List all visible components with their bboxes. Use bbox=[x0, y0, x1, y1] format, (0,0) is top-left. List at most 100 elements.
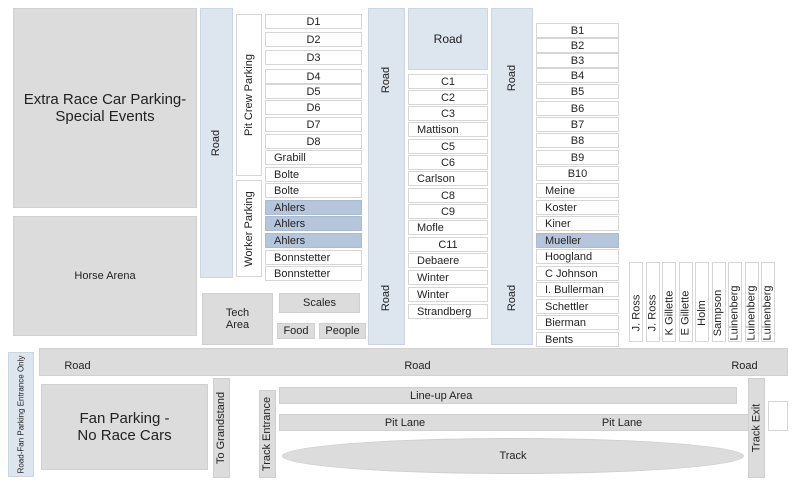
parking-spot-c: C8 bbox=[408, 188, 488, 203]
parking-spot-c-label: Mofle bbox=[417, 221, 444, 234]
parking-spot-d: Grabill bbox=[265, 150, 362, 165]
lineup-area: Line-up Area bbox=[279, 387, 737, 404]
extra-parking-area-label: Extra Race Car Parking-Special Events bbox=[23, 90, 187, 125]
parking-spot-vertical: J. Ross bbox=[645, 262, 660, 342]
parking-spot-d-label: Bolte bbox=[274, 184, 300, 197]
main-road bbox=[39, 348, 788, 376]
main-road-label-center-label: Road bbox=[404, 360, 431, 372]
road-left: Road bbox=[200, 8, 233, 278]
parking-spot-b: B9 bbox=[536, 150, 619, 165]
parking-spot-vertical-label: Luinenberg bbox=[745, 285, 758, 341]
parking-spot-b: Hoogland bbox=[536, 249, 619, 264]
parking-spot-b-label: C Johnson bbox=[545, 267, 598, 280]
parking-spot-vertical-label: J. Ross bbox=[646, 294, 659, 332]
parking-spot-c: C9 bbox=[408, 204, 488, 219]
parking-spot-c-label: Winter bbox=[417, 288, 449, 301]
parking-spot-b-label: Schettler bbox=[545, 300, 589, 313]
parking-spot-b-label: B9 bbox=[570, 151, 585, 164]
road-middle-label-bottom-label: Road bbox=[380, 284, 393, 312]
parking-spot-b-label: Koster bbox=[545, 201, 577, 214]
parking-spot-b-label: B5 bbox=[570, 85, 585, 98]
parking-spot-b-label: B2 bbox=[570, 39, 585, 52]
parking-spot-c-label: Mattison bbox=[417, 123, 459, 136]
parking-spot-c-label: Strandberg bbox=[417, 305, 472, 318]
worker-parking-label: Worker Parking bbox=[243, 190, 256, 267]
parking-spot-vertical-label: K Gillette bbox=[663, 290, 676, 336]
main-road-label-right-label: Road bbox=[731, 360, 758, 372]
fan-parking: Fan Parking - No Race Cars bbox=[41, 384, 208, 470]
parking-spot-c: Winter bbox=[408, 287, 488, 302]
track-entrance-label: Track Entrance bbox=[261, 396, 274, 472]
people-area-label: People bbox=[325, 325, 360, 337]
parking-spot-c: C2 bbox=[408, 90, 488, 105]
parking-spot-b: C Johnson bbox=[536, 266, 619, 281]
parking-spot-d: D1 bbox=[265, 14, 362, 29]
road-right bbox=[491, 8, 533, 345]
parking-spot-c-label: Winter bbox=[417, 271, 449, 284]
road-right-label-top: Road bbox=[491, 58, 533, 98]
track-label: Track bbox=[499, 450, 527, 462]
parking-spot-d-label: D6 bbox=[306, 101, 321, 114]
parking-spot-b-label: B7 bbox=[570, 118, 585, 131]
parking-spot-c: Strandberg bbox=[408, 304, 488, 319]
to-grandstand: To Grandstand bbox=[213, 378, 230, 478]
parking-spot-b-label: Hoogland bbox=[545, 250, 593, 263]
parking-spot-b: B5 bbox=[536, 84, 619, 99]
parking-spot-b: Mueller bbox=[536, 233, 619, 248]
parking-spot-d-label: Ahlers bbox=[274, 201, 306, 214]
parking-spot-b-label: Bierman bbox=[545, 316, 586, 329]
track: Track bbox=[282, 438, 744, 474]
track-exit: Track Exit bbox=[748, 378, 765, 478]
parking-spot-d: Bonnstetter bbox=[265, 250, 362, 265]
road-middle bbox=[368, 8, 405, 345]
parking-spot-d-label: Bolte bbox=[274, 168, 300, 181]
parking-spot-vertical: Sampson bbox=[711, 262, 726, 342]
pit-lane-label-1: Pit Lane bbox=[365, 414, 445, 431]
parking-spot-b-label: B10 bbox=[567, 167, 588, 180]
main-road-label-center: Road bbox=[395, 352, 440, 380]
parking-spot-d-label: D2 bbox=[306, 33, 321, 46]
parking-spot-c: Winter bbox=[408, 270, 488, 285]
parking-spot-d-label: D5 bbox=[306, 85, 321, 98]
parking-spot-c: Debaere bbox=[408, 253, 488, 268]
road-middle-label-top-label: Road bbox=[380, 66, 393, 94]
parking-spot-c-label: C8 bbox=[440, 189, 456, 202]
road-box-top-label: Road bbox=[433, 32, 463, 46]
small-box bbox=[768, 401, 788, 431]
road-right-label-bottom-label: Road bbox=[505, 284, 518, 312]
tech-area: Tech Area bbox=[202, 293, 273, 345]
to-grandstand-label: To Grandstand bbox=[215, 391, 228, 465]
parking-spot-d-label: D1 bbox=[306, 15, 321, 28]
horse-arena-label: Horse Arena bbox=[74, 270, 136, 282]
parking-spot-d-label: Bonnstetter bbox=[274, 267, 331, 280]
parking-spot-vertical: E Gillette bbox=[678, 262, 693, 342]
parking-spot-d: D2 bbox=[265, 32, 362, 47]
parking-spot-c: C1 bbox=[408, 74, 488, 89]
parking-spot-c-label: C2 bbox=[440, 91, 456, 104]
pit-lane-label-1-label: Pit Lane bbox=[384, 416, 426, 429]
parking-spot-b: Bierman bbox=[536, 315, 619, 330]
pit-lane-label-2-label: Pit Lane bbox=[601, 416, 643, 429]
parking-spot-d: D3 bbox=[265, 50, 362, 65]
parking-spot-vertical-label: E Gillette bbox=[679, 290, 692, 336]
parking-spot-d-label: D8 bbox=[306, 135, 321, 148]
parking-spot-b-label: B8 bbox=[570, 134, 585, 147]
parking-spot-c-label: C9 bbox=[440, 205, 456, 218]
food-area-label: Food bbox=[283, 325, 309, 337]
parking-spot-c: C6 bbox=[408, 155, 488, 170]
main-road-label-right: Road bbox=[722, 352, 767, 380]
parking-spot-d: Bolte bbox=[265, 167, 362, 182]
road-middle-label-top: Road bbox=[368, 60, 405, 100]
main-road-label-left: Road bbox=[55, 352, 100, 380]
road-fan-entrance-label: Road-Fan Parking Entrance Only bbox=[16, 355, 26, 474]
parking-spot-vertical: K Gillette bbox=[662, 262, 676, 342]
parking-spot-c: C3 bbox=[408, 106, 488, 121]
parking-spot-b-label: B4 bbox=[570, 69, 585, 82]
parking-spot-b-label: B3 bbox=[570, 54, 585, 67]
road-right-label-bottom: Road bbox=[491, 278, 533, 318]
parking-spot-d: Ahlers bbox=[265, 200, 362, 215]
road-left-label: Road bbox=[210, 129, 223, 157]
parking-spot-b: B8 bbox=[536, 133, 619, 148]
parking-spot-b: Koster bbox=[536, 200, 619, 215]
